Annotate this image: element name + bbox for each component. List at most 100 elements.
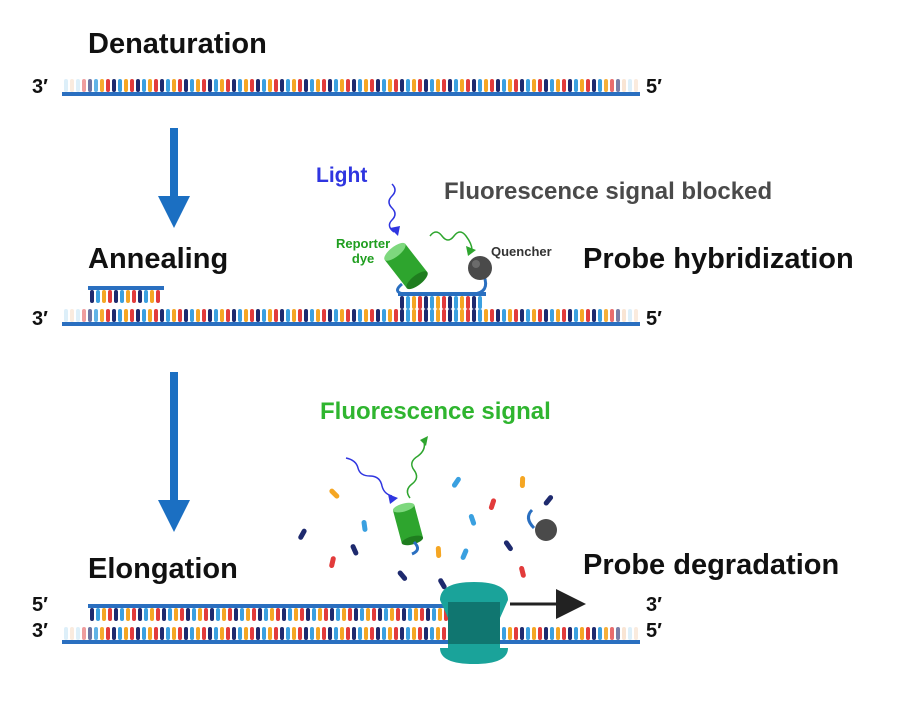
base-pair-tick bbox=[286, 627, 290, 640]
free-nucleotide bbox=[488, 498, 497, 510]
base-pair-tick bbox=[160, 627, 164, 640]
strand-backbone bbox=[88, 604, 448, 608]
base-pair-tick bbox=[340, 79, 344, 92]
base-pair-tick bbox=[598, 627, 602, 640]
base-pair-tick bbox=[262, 79, 266, 92]
base-pair-tick bbox=[472, 296, 476, 309]
base-pair-tick bbox=[214, 627, 218, 640]
base-pair-tick bbox=[88, 627, 92, 640]
base-pair-tick bbox=[604, 627, 608, 640]
base-pair-tick bbox=[376, 79, 380, 92]
base-pair-tick bbox=[306, 608, 310, 621]
base-pair-tick bbox=[616, 79, 620, 92]
base-pair-tick bbox=[76, 79, 80, 92]
base-pair-tick bbox=[262, 309, 266, 322]
base-pair-tick bbox=[220, 309, 224, 322]
base-pair-tick bbox=[120, 290, 124, 303]
base-pair-tick bbox=[154, 627, 158, 640]
base-pair-tick bbox=[382, 627, 386, 640]
base-pair-tick bbox=[466, 296, 470, 309]
base-pair-tick bbox=[346, 79, 350, 92]
base-pair-tick bbox=[118, 627, 122, 640]
base-pair-tick bbox=[126, 290, 130, 303]
base-pair-tick bbox=[484, 79, 488, 92]
base-pair-tick bbox=[358, 627, 362, 640]
base-pair-tick bbox=[598, 79, 602, 92]
base-pair-tick bbox=[82, 627, 86, 640]
primer-annealed bbox=[88, 286, 164, 303]
base-pair-tick bbox=[130, 79, 134, 92]
fluorescence-blocked-label: Fluorescence signal blocked bbox=[444, 178, 773, 205]
base-pair-tick bbox=[508, 79, 512, 92]
base-pair-tick bbox=[610, 627, 614, 640]
base-pair-tick bbox=[628, 627, 632, 640]
base-pair-tick bbox=[634, 79, 638, 92]
strand-backbone bbox=[62, 92, 640, 96]
base-pair-tick bbox=[160, 309, 164, 322]
base-pair-tick bbox=[310, 309, 314, 322]
base-pair-tick bbox=[384, 608, 388, 621]
base-pair-tick bbox=[318, 608, 322, 621]
base-pair-tick bbox=[90, 290, 94, 303]
quencher-icon bbox=[468, 256, 492, 280]
base-pair-tick bbox=[568, 309, 572, 322]
base-pair-tick bbox=[340, 627, 344, 640]
base-pair-tick bbox=[310, 79, 314, 92]
base-pair-tick bbox=[240, 608, 244, 621]
base-pair-tick bbox=[484, 309, 488, 322]
base-pair-tick bbox=[208, 309, 212, 322]
base-pair-tick bbox=[280, 309, 284, 322]
base-pair-tick bbox=[592, 79, 596, 92]
base-pair-tick bbox=[328, 79, 332, 92]
base-pair-tick bbox=[304, 79, 308, 92]
strand-backbone bbox=[62, 322, 640, 326]
base-pair-tick bbox=[166, 309, 170, 322]
base-pair-tick bbox=[352, 309, 356, 322]
base-pair-tick bbox=[312, 608, 316, 621]
base-pair-tick bbox=[280, 79, 284, 92]
base-pair-tick bbox=[414, 608, 418, 621]
base-pair-tick bbox=[556, 627, 560, 640]
base-pair-tick bbox=[364, 79, 368, 92]
base-pair-tick bbox=[382, 309, 386, 322]
base-pair-tick bbox=[94, 79, 98, 92]
base-pair-tick bbox=[172, 79, 176, 92]
base-pair-tick bbox=[112, 309, 116, 322]
base-pair-tick bbox=[322, 79, 326, 92]
base-pair-tick bbox=[424, 79, 428, 92]
base-pair-tick bbox=[324, 608, 328, 621]
base-pair-tick bbox=[448, 296, 452, 309]
base-pair-tick bbox=[538, 79, 542, 92]
free-nucleotide bbox=[438, 578, 447, 590]
strand2-left-end: 3′ bbox=[32, 308, 48, 330]
base-pair-tick bbox=[628, 309, 632, 322]
base-pair-tick bbox=[358, 79, 362, 92]
blocked-emission-icon bbox=[429, 231, 476, 256]
base-pair-tick bbox=[304, 309, 308, 322]
base-pair-tick bbox=[556, 79, 560, 92]
base-pair-tick bbox=[142, 627, 146, 640]
base-pair-tick bbox=[580, 627, 584, 640]
base-pair-tick bbox=[214, 309, 218, 322]
base-pair-tick bbox=[274, 79, 278, 92]
base-pair-tick bbox=[426, 608, 430, 621]
base-pair-tick bbox=[322, 627, 326, 640]
base-pair-tick bbox=[262, 627, 266, 640]
base-pair-tick bbox=[508, 309, 512, 322]
base-pair-tick bbox=[432, 608, 436, 621]
strand-backbone bbox=[62, 640, 640, 644]
base-pair-tick bbox=[400, 79, 404, 92]
base-pair-tick bbox=[196, 79, 200, 92]
base-pair-tick bbox=[220, 79, 224, 92]
base-pair-tick bbox=[370, 309, 374, 322]
base-pair-tick bbox=[420, 608, 424, 621]
base-pair-tick bbox=[586, 79, 590, 92]
base-pair-tick bbox=[268, 309, 272, 322]
base-pair-tick bbox=[418, 296, 422, 309]
base-pair-tick bbox=[292, 309, 296, 322]
base-pair-tick bbox=[538, 309, 542, 322]
base-pair-tick bbox=[490, 79, 494, 92]
free-nucleotide bbox=[503, 540, 513, 552]
base-pair-tick bbox=[150, 608, 154, 621]
